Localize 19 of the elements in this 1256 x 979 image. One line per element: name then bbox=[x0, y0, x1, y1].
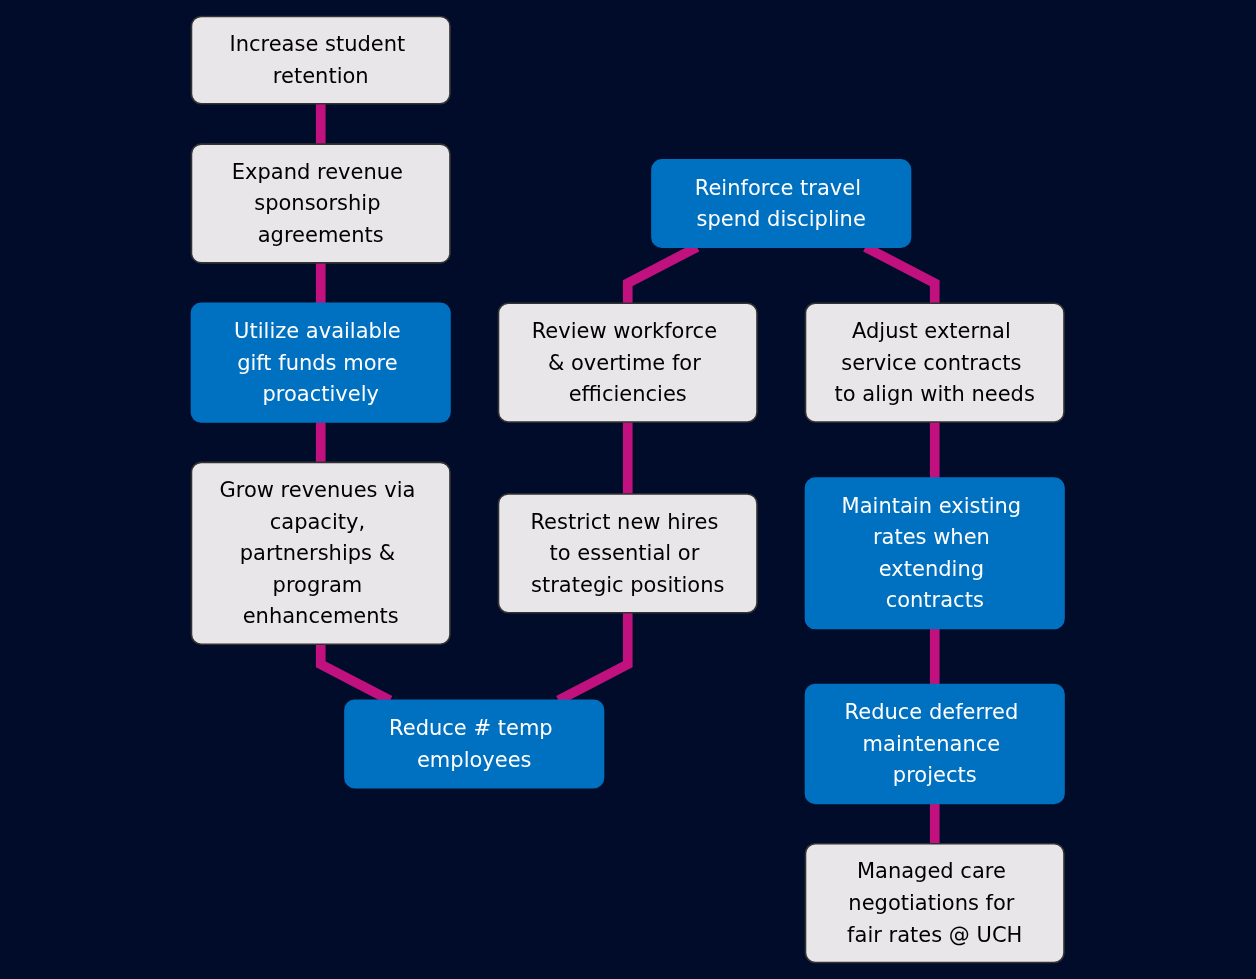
connector bbox=[930, 803, 940, 844]
node-box: Expand revenue sponsorship agreements bbox=[190, 143, 452, 264]
connector bbox=[930, 422, 940, 479]
node-box: Review workforce & overtime for efficiencies bbox=[497, 302, 759, 423]
node-box: Reduce # temp employees bbox=[344, 699, 605, 789]
node-box: Increase student retention bbox=[190, 15, 452, 105]
node-box: Maintain existing rates when extending contracts bbox=[804, 477, 1066, 630]
node-box: Managed care negotiations for fair rates @ UCH bbox=[804, 842, 1066, 964]
connector bbox=[316, 422, 326, 463]
connector bbox=[316, 103, 326, 145]
connector bbox=[623, 422, 633, 494]
connector bbox=[930, 628, 940, 685]
node-box: Restrict new hires to essential or strategic positions bbox=[497, 493, 759, 614]
node-box: Reduce deferred maintenance projects bbox=[804, 683, 1066, 805]
node-box: Utilize available gift funds more proactively bbox=[190, 302, 452, 423]
node-box: Reinforce travel spend discipline bbox=[651, 159, 912, 248]
connector bbox=[316, 262, 326, 304]
node-box: Grow revenues via capacity, partnerships & program enhancements bbox=[190, 461, 452, 645]
node-box: Adjust external service contracts to align with needs bbox=[804, 302, 1066, 423]
